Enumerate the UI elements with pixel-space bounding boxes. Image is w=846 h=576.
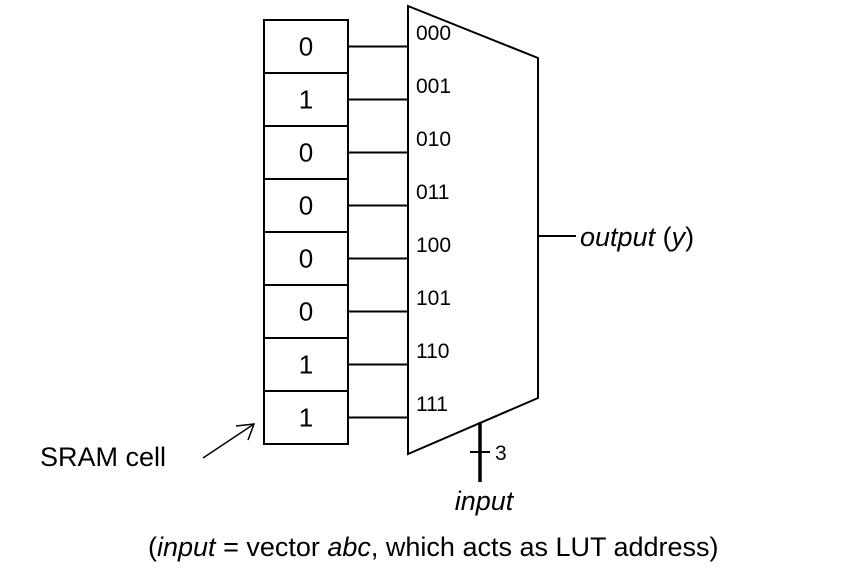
sram-arrow-line — [202, 423, 255, 459]
sram-cell-value: 0 — [299, 191, 313, 221]
input-label: input — [455, 486, 515, 516]
mux-address-label: 101 — [416, 287, 451, 310]
sram-cell-value: 0 — [299, 244, 313, 274]
bus-width-label: 3 — [495, 442, 507, 465]
output-label: output (y) — [580, 222, 694, 252]
mux-address-label: 001 — [416, 75, 451, 98]
mux-address-label: 110 — [416, 340, 449, 363]
sram-cell-value: 0 — [299, 138, 313, 168]
mux-address-label: 100 — [416, 234, 451, 257]
sram-cell-value: 0 — [299, 32, 313, 62]
sram-cell-label: SRAM cell — [40, 442, 166, 472]
sram-cell-value: 1 — [299, 350, 313, 380]
sram-cell-value: 0 — [299, 297, 313, 327]
sram-arrow-head — [235, 423, 256, 441]
mux-address-label: 010 — [416, 128, 451, 151]
mux-address-label: 000 — [416, 22, 451, 45]
sram-cell-value: 1 — [299, 85, 313, 115]
mux-address-label: 111 — [416, 393, 448, 416]
caption: (input = vector abc, which acts as LUT a… — [148, 532, 719, 562]
mux-address-label: 011 — [416, 181, 449, 204]
multiplexer — [407, 4, 539, 456]
sram-cell-value: 1 — [299, 403, 313, 433]
